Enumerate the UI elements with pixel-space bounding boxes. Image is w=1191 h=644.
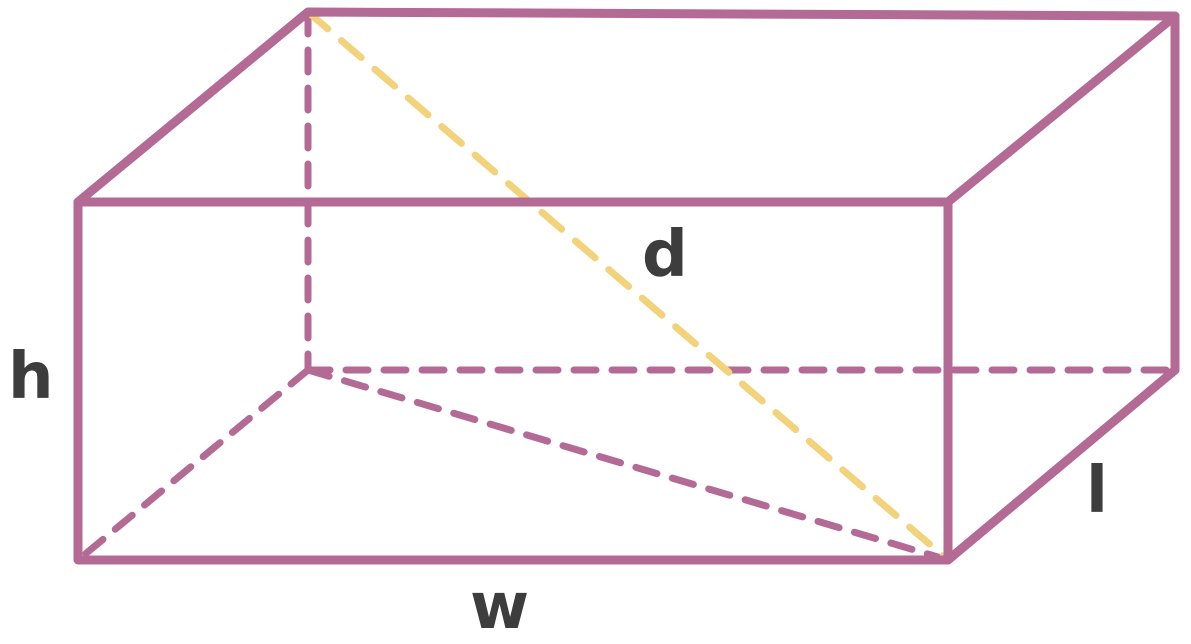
top-face-outline <box>73 7 1180 207</box>
diagonal-label: d <box>642 218 688 292</box>
space-diagonal-line <box>304 8 952 564</box>
width-label: w <box>470 570 529 644</box>
hidden-edge-base-diagonal <box>304 366 952 564</box>
height-label: h <box>8 340 54 414</box>
right-face-outline <box>943 11 1180 565</box>
length-label: l <box>1086 454 1108 528</box>
front-face-outline <box>73 197 953 565</box>
hidden-edge-bottom-left <box>74 366 312 564</box>
